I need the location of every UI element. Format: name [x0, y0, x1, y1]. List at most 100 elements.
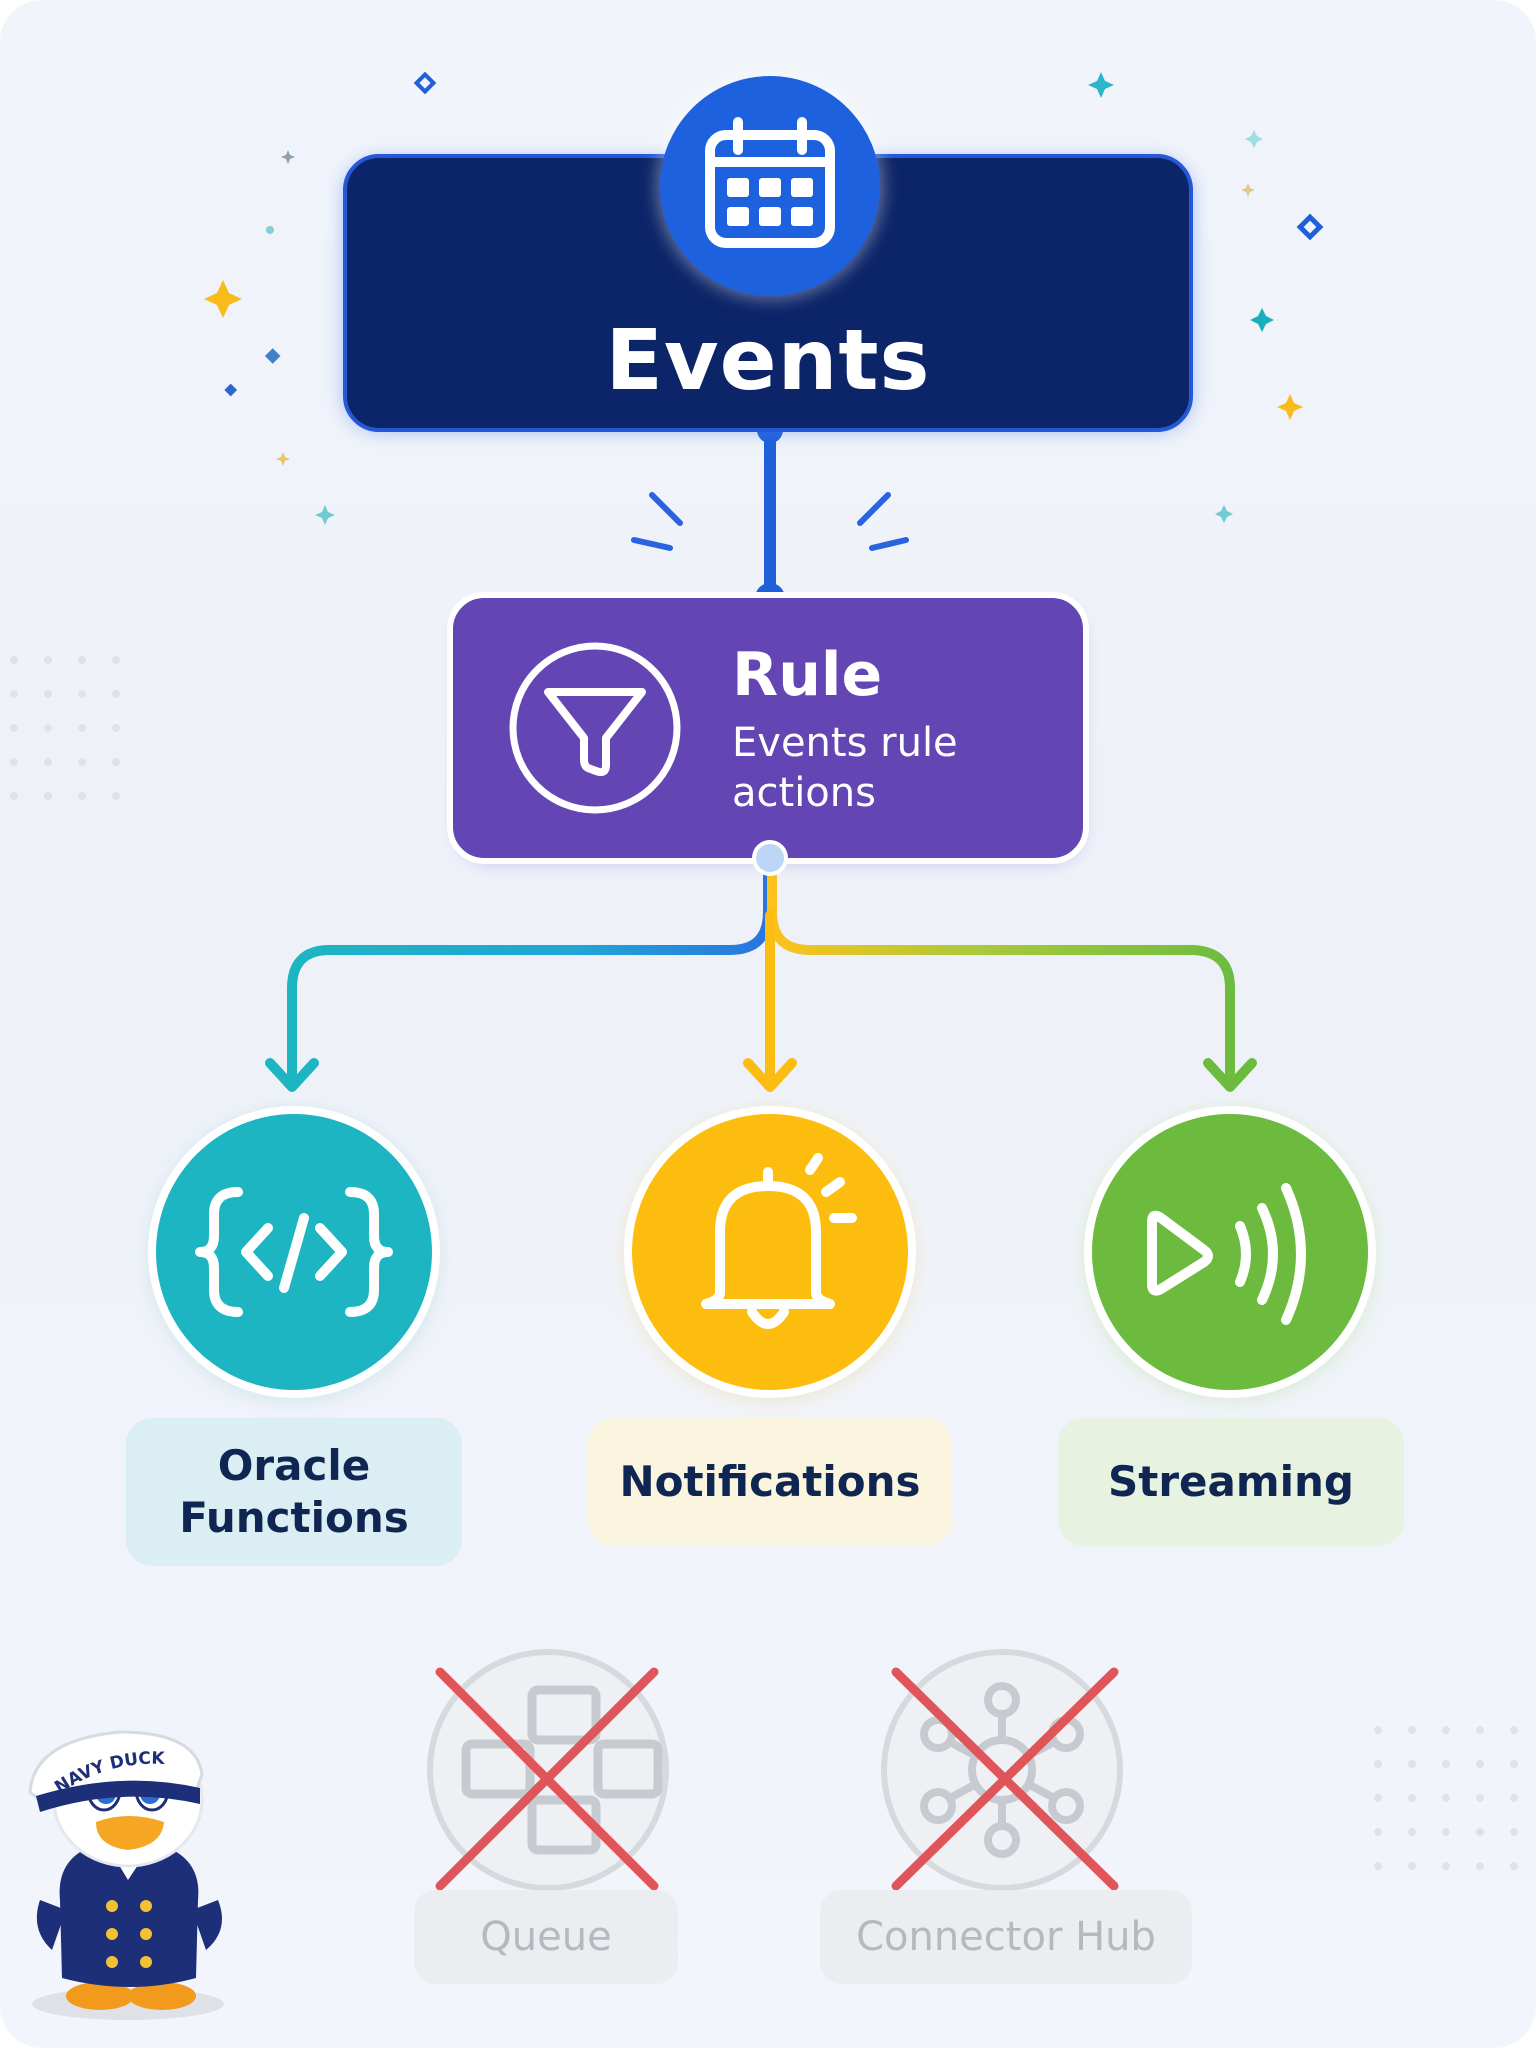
grid-dot [10, 724, 18, 732]
branch-to-streaming [767, 860, 1235, 1090]
cross-icon [891, 1667, 1119, 1891]
code-brackets-icon [195, 1187, 393, 1317]
grid-dot [1442, 1862, 1450, 1870]
grid-dot [1442, 1726, 1450, 1734]
grid-dot [1374, 1828, 1382, 1836]
events-title: Events [605, 311, 931, 409]
grid-dot [1476, 1794, 1484, 1802]
grid-dot [1374, 1760, 1382, 1768]
rule-branches [265, 860, 1257, 1092]
grid-dot [10, 690, 18, 698]
grid-dot [1476, 1726, 1484, 1734]
grid-dot [1408, 1726, 1416, 1734]
label-connector-hub: Connector Hub [856, 1914, 1156, 1960]
label-notifications: Notifications [619, 1457, 921, 1506]
label-pill-queue [414, 1890, 678, 1984]
diamond-sparkle-icon [1296, 213, 1324, 241]
grid-dot [1510, 1862, 1518, 1870]
play-wave-icon [1147, 1183, 1306, 1325]
grid-dot [1476, 1828, 1484, 1836]
label-pill-connector-hub [820, 1890, 1192, 1984]
grid-dot [1408, 1828, 1416, 1836]
star-sparkle-icon [204, 280, 242, 318]
target-streaming [1082, 1106, 1378, 1403]
grid-dot [112, 792, 120, 800]
grid-dot [78, 792, 86, 800]
cross-icon [435, 1667, 659, 1891]
star-sparkle-icon [1250, 308, 1274, 332]
label-pill-functions [126, 1418, 462, 1566]
rule-box [447, 592, 1089, 865]
grid-dot [44, 792, 52, 800]
funnel-icon [509, 642, 681, 814]
diamond-sparkle-icon [224, 383, 238, 397]
label-streaming: Streaming [1108, 1457, 1354, 1506]
connector-node [752, 840, 788, 876]
arrow-down-icon [743, 1058, 797, 1092]
sparkle-decorations [204, 71, 1324, 525]
rule-title: Rule [732, 640, 883, 710]
star-sparkle-icon [1088, 72, 1114, 98]
target-notifications [622, 1106, 918, 1403]
star-sparkle-icon [276, 452, 290, 466]
star-sparkle-icon [1241, 183, 1255, 197]
activation-burst-icon [631, 492, 909, 551]
dot-grid-left [10, 656, 120, 800]
grid-dot [78, 724, 86, 732]
star-sparkle-icon [1277, 394, 1303, 420]
dot-grid-right [1374, 1726, 1518, 1870]
target-oracle-functions [146, 1106, 442, 1403]
star-sparkle-icon [1215, 505, 1233, 523]
grid-dot [112, 656, 120, 664]
grid-dot [1374, 1862, 1382, 1870]
label-queue: Queue [480, 1914, 612, 1960]
diamond-sparkle-icon [413, 71, 437, 95]
grid-dot [44, 758, 52, 766]
diamond-sparkle-icon [264, 348, 281, 364]
calendar-icon [656, 72, 884, 300]
dot-sparkle-icon [266, 226, 274, 234]
grid-dot [1510, 1760, 1518, 1768]
grid-dot [1408, 1760, 1416, 1768]
grid-dot [1374, 1726, 1382, 1734]
grid-dot [78, 690, 86, 698]
grid-dot [1408, 1794, 1416, 1802]
grid-dot [1442, 1828, 1450, 1836]
grid-dot [112, 690, 120, 698]
grid-dot [1476, 1760, 1484, 1768]
grid-dot [1510, 1794, 1518, 1802]
grid-dot [112, 724, 120, 732]
bell-icon [701, 1153, 857, 1329]
grid-dot [78, 656, 86, 664]
grid-dot [10, 758, 18, 766]
unsupported-queue [414, 1649, 678, 1984]
branch-to-functions [287, 860, 773, 1090]
grid-dot [112, 758, 120, 766]
grid-dot [10, 656, 18, 664]
grid-dot [78, 758, 86, 766]
grid-dot [1442, 1760, 1450, 1768]
label-oracle-functions: Oracle Functions [179, 1441, 409, 1542]
rule-subtitle: Events rule actions [732, 720, 958, 816]
grid-dot [44, 724, 52, 732]
grid-dot [1408, 1862, 1416, 1870]
arrow-down-icon [265, 1058, 319, 1092]
grid-dot [44, 690, 52, 698]
grid-dot [44, 656, 52, 664]
label-pill-notifications [588, 1418, 952, 1546]
arrow-down-icon [1203, 1058, 1257, 1092]
grid-dot [10, 792, 18, 800]
grid-dot [1476, 1862, 1484, 1870]
star-sparkle-icon [281, 150, 295, 164]
grid-dot [1510, 1828, 1518, 1836]
unsupported-connector-hub [820, 1649, 1192, 1984]
label-pill-streaming [1058, 1418, 1404, 1546]
grid-dot [1442, 1794, 1450, 1802]
navy-duck-mascot: NAVY DUCK [28, 1730, 224, 2020]
grid-dot [1374, 1794, 1382, 1802]
star-sparkle-icon [1245, 130, 1263, 148]
star-sparkle-icon [315, 505, 335, 525]
